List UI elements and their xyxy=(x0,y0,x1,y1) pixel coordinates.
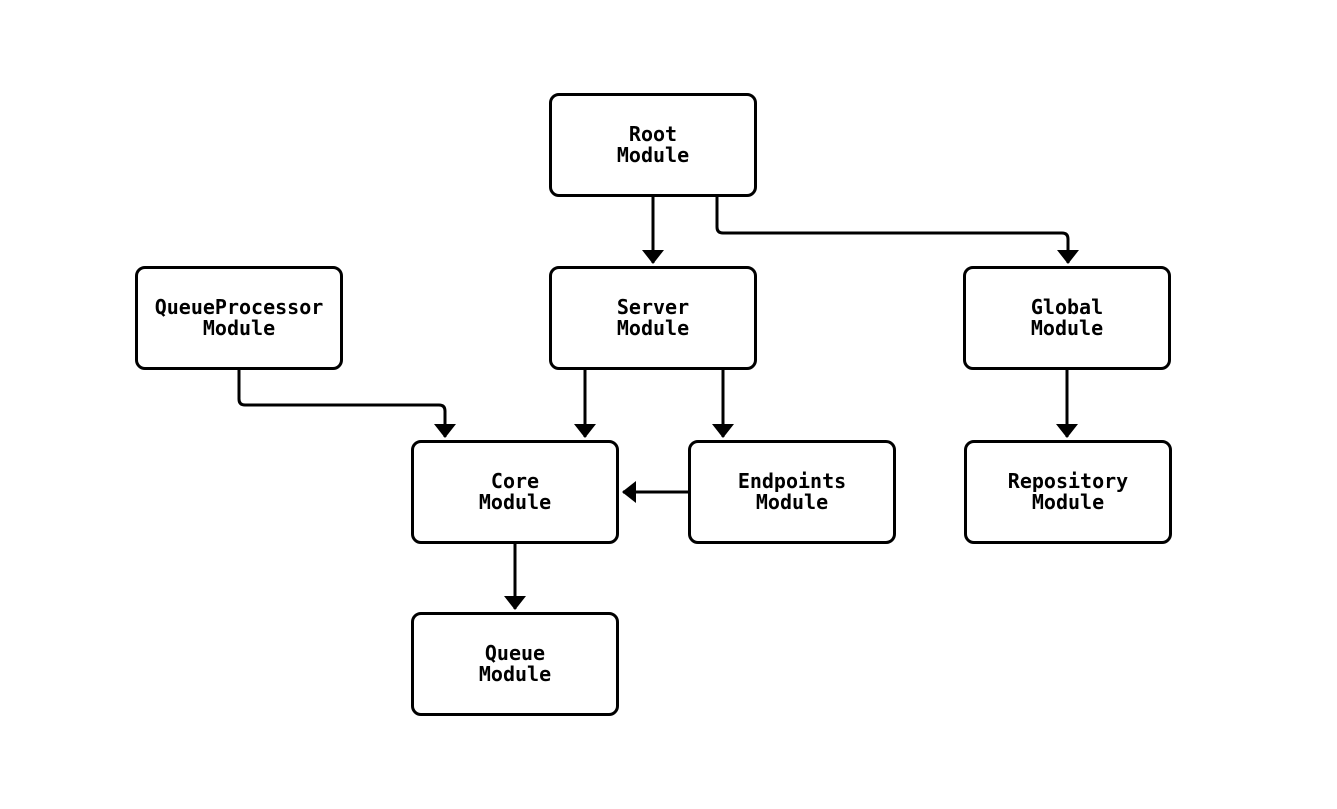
node-global-module: Global Module xyxy=(963,266,1171,370)
node-repository-module: Repository Module xyxy=(964,440,1172,544)
node-endpoints-module: Endpoints Module xyxy=(688,440,896,544)
node-label-line: Module xyxy=(202,316,276,340)
node-label-line: Module xyxy=(1030,316,1104,340)
node-core-module: Core Module xyxy=(411,440,619,544)
node-root-module-label: Root Module xyxy=(617,124,689,166)
node-label-line: Repository xyxy=(1007,469,1129,493)
node-label-line: Module xyxy=(616,316,690,340)
node-queueprocessor-module-label: QueueProcessor Module xyxy=(155,297,324,339)
node-queue-module: Queue Module xyxy=(411,612,619,716)
node-repository-module-label: Repository Module xyxy=(1008,471,1128,513)
node-label-line: Root xyxy=(628,122,678,146)
node-label-line: Module xyxy=(616,143,690,167)
node-queue-module-label: Queue Module xyxy=(479,643,551,685)
node-root-module: Root Module xyxy=(549,93,757,197)
node-server-module: Server Module xyxy=(549,266,757,370)
node-label-line: Module xyxy=(478,662,552,686)
node-label-line: Module xyxy=(1031,490,1105,514)
node-label-line: Server xyxy=(616,295,690,319)
node-label-line: Module xyxy=(755,490,829,514)
node-label-line: Module xyxy=(478,490,552,514)
node-global-module-label: Global Module xyxy=(1031,297,1103,339)
edge-root-to-global xyxy=(715,197,1079,264)
node-label-line: Core xyxy=(490,469,540,493)
node-label-line: Endpoints xyxy=(737,469,847,493)
node-label-line: Queue xyxy=(484,641,546,665)
node-label-line: QueueProcessor xyxy=(154,295,324,319)
node-core-module-label: Core Module xyxy=(479,471,551,513)
node-queueprocessor-module: QueueProcessor Module xyxy=(135,266,343,370)
node-label-line: Global xyxy=(1030,295,1104,319)
node-server-module-label: Server Module xyxy=(617,297,689,339)
node-endpoints-module-label: Endpoints Module xyxy=(738,471,846,513)
edge-queueprocessor-to-core xyxy=(237,370,456,438)
